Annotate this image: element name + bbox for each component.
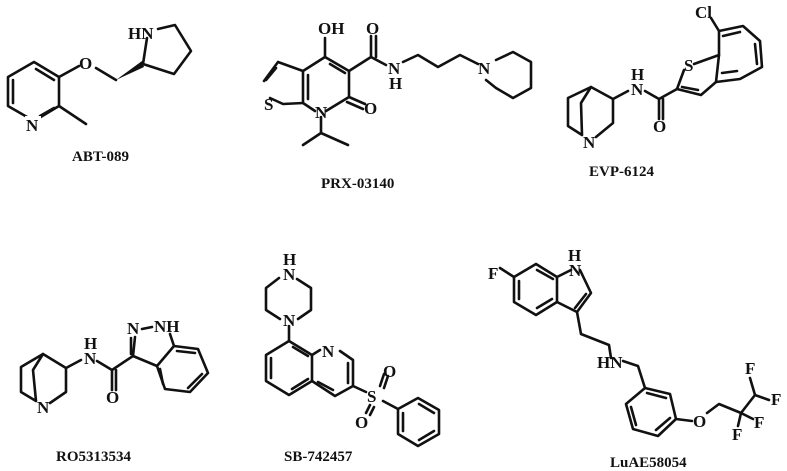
atom-n: N (283, 265, 296, 284)
atom-o: O (355, 413, 368, 432)
atom-n: N (26, 116, 39, 135)
atom-nh: NH (154, 317, 180, 336)
atom-o: O (79, 54, 92, 73)
atom-n: N (322, 342, 335, 361)
atom-s: S (264, 95, 273, 114)
atom-cl: Cl (695, 3, 712, 22)
atom-n: N (569, 261, 582, 280)
atom-o: O (106, 388, 119, 407)
atom-f: F (771, 390, 781, 409)
compound-label: EVP-6124 (589, 164, 654, 180)
structure-evp-6124: Cl S H N O N EVP-6124 (566, 3, 764, 180)
atom-n: N (583, 133, 596, 152)
compound-label: RO5313534 (56, 449, 132, 465)
atom-n: N (37, 398, 50, 417)
structure-luae58054: F H N HN O F F F F LuAE58054 (488, 246, 781, 471)
atom-f: F (488, 264, 498, 283)
structure-ro5313534: N NH H N O N RO5313534 (19, 317, 210, 465)
atom-h: H (283, 250, 296, 269)
atom-n: N (315, 103, 328, 122)
atom-o: O (693, 412, 706, 431)
atom-h: H (631, 65, 644, 84)
compound-label: ABT-089 (72, 149, 129, 165)
atom-n: N (127, 319, 140, 338)
atom-o: O (653, 117, 666, 136)
atom-f: F (745, 359, 755, 378)
atom-h: H (389, 74, 402, 93)
compound-label: PRX-03140 (321, 176, 394, 192)
atom-o: O (366, 19, 379, 38)
compound-label: SB-742457 (284, 449, 353, 465)
atom-hn: HN (597, 353, 623, 372)
atom-h: H (84, 334, 97, 353)
structure-sb-742457: H N N N O S O SB-742457 (264, 250, 441, 465)
atom-f: F (754, 413, 764, 432)
compound-label: LuAE58054 (610, 455, 687, 471)
atom-n: N (478, 59, 491, 78)
atom-o: O (383, 362, 396, 381)
structure-abt-089: N O HN ABT-089 (6, 23, 193, 165)
atom-o: O (364, 99, 377, 118)
atom-f: F (732, 425, 742, 444)
atom-h: H (568, 246, 581, 265)
atom-n: N (388, 59, 401, 78)
atom-oh: OH (318, 19, 344, 38)
atom-s: S (684, 56, 693, 75)
atom-n: N (631, 80, 644, 99)
atom-n: N (84, 349, 97, 368)
atom-hn: HN (128, 24, 154, 43)
structure-prx-03140: OH O N H N S N O PRX-03140 (262, 19, 533, 192)
atom-s: S (367, 387, 376, 406)
atom-n: N (283, 311, 296, 330)
